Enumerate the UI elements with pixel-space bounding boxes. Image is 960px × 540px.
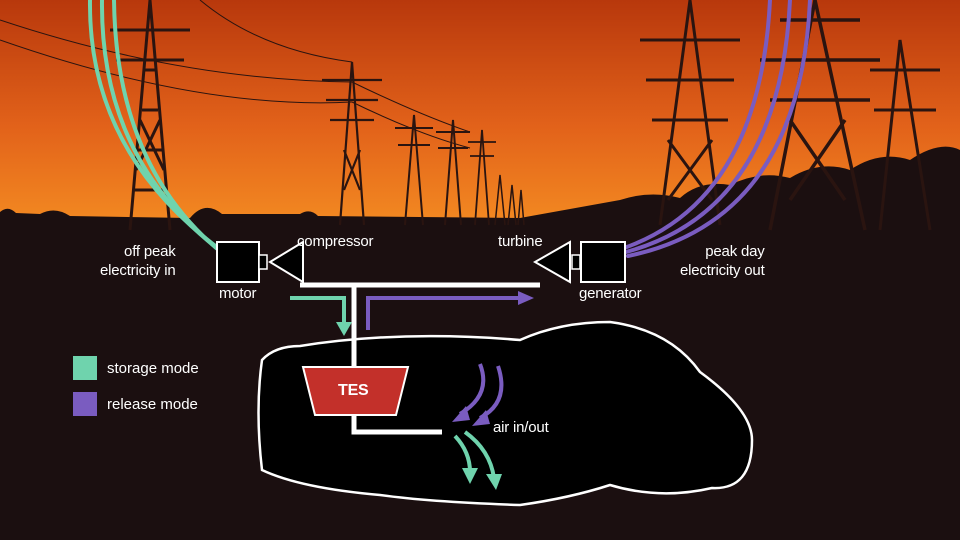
turbine	[532, 240, 571, 284]
electricity-in-lines	[87, 0, 228, 258]
peak-day-label: peak day electricity out	[680, 242, 765, 280]
power-pylons	[0, 0, 940, 231]
legend-release-mode: release mode	[73, 392, 198, 416]
legend-storage-label: storage mode	[107, 359, 199, 377]
tes-vessel	[301, 366, 410, 416]
storage-arrow-cavern-2	[463, 430, 496, 479]
compressor	[268, 240, 304, 284]
generator-label: generator	[579, 285, 642, 302]
tree-line	[0, 146, 960, 230]
off-peak-line-1: off peak	[124, 243, 176, 260]
air-in-out-label: air in/out	[493, 419, 549, 436]
storage-arrow-down	[290, 296, 346, 324]
legend-storage-swatch	[73, 356, 97, 380]
turbine-label: turbine	[498, 233, 543, 250]
tes-label: TES	[338, 382, 369, 399]
legend-release-label: release mode	[107, 395, 198, 413]
motor-label: motor	[219, 285, 257, 302]
electricity-out-lines	[622, 0, 812, 258]
release-arrowheads	[452, 291, 534, 426]
air-pipes	[300, 282, 540, 435]
legend-release-swatch	[73, 392, 97, 416]
storage-arrowheads	[336, 322, 502, 490]
peak-day-line-2: electricity out	[680, 262, 765, 279]
peak-day-line-1: peak day	[705, 243, 765, 260]
motor	[216, 241, 268, 283]
off-peak-line-2: electricity in	[100, 262, 176, 279]
legend-storage-mode: storage mode	[73, 356, 199, 380]
off-peak-label: off peak electricity in	[100, 242, 176, 280]
generator	[571, 241, 626, 283]
release-arrow-to-turbine	[366, 296, 520, 330]
compressor-label: compressor	[297, 233, 374, 250]
